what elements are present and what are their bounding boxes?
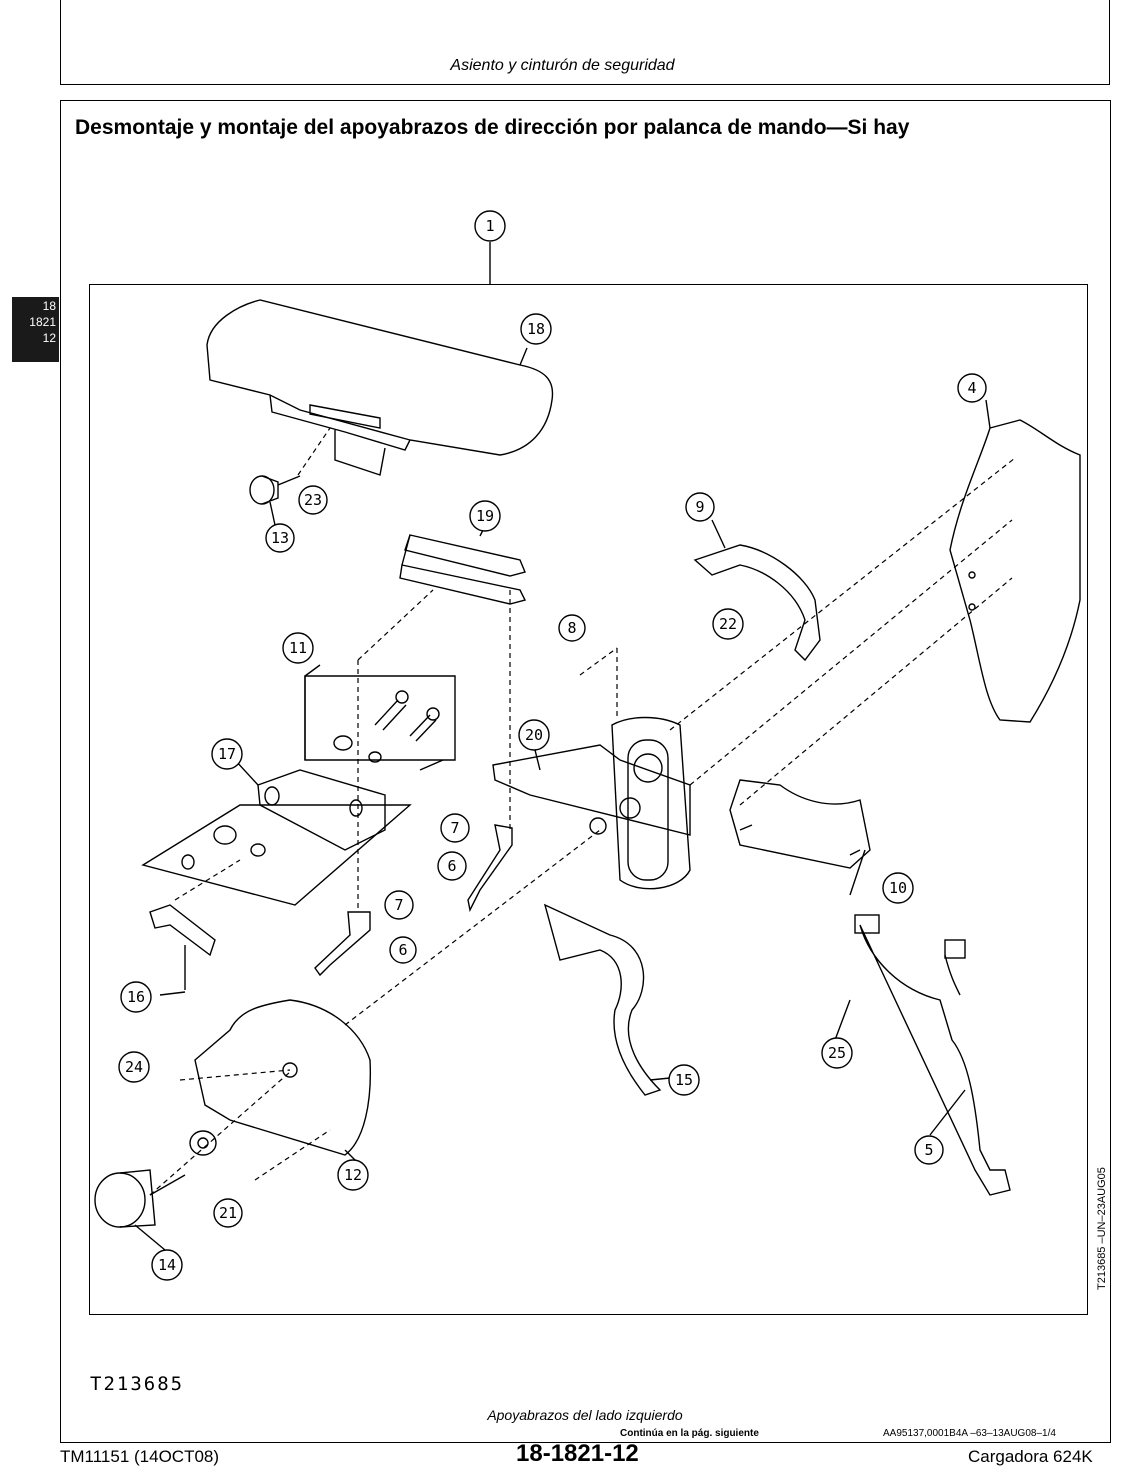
callout-17: 17: [218, 745, 236, 763]
figure-reference-vertical: T213685 –UN–23AUG05: [1096, 1167, 1108, 1290]
callout-18: 18: [527, 320, 545, 338]
callout-10: 10: [889, 879, 907, 897]
callout-11: 11: [289, 639, 307, 657]
callout-9: 9: [695, 498, 704, 516]
callout-16: 16: [127, 988, 145, 1006]
callout-15: 15: [675, 1071, 693, 1089]
content-frame: [60, 100, 1111, 1443]
callout-12: 12: [344, 1166, 362, 1184]
callout-5: 5: [924, 1141, 933, 1159]
header-frame: [60, 0, 1110, 85]
tab-line-1: 18: [42, 299, 56, 313]
callout-6b: 6: [398, 941, 407, 959]
callout-8: 8: [567, 619, 576, 637]
illustration-frame: [89, 284, 1088, 1315]
section-tab: 18 1821 12: [12, 297, 59, 362]
callout-19: 19: [476, 507, 494, 525]
callout-20: 20: [525, 726, 543, 744]
page-title: Desmontaje y montaje del apoyabrazos de …: [75, 116, 910, 139]
document-reference: AA95137,0001B4A –63–13AUG08–1/4: [883, 1428, 1056, 1439]
manual-number: TM11151 (14OCT08): [60, 1447, 220, 1466]
tab-line-2: 1821: [29, 315, 56, 329]
callout-7a: 7: [450, 819, 459, 837]
callout-14: 14: [158, 1256, 176, 1274]
callout-23: 23: [304, 491, 322, 509]
machine-model: Cargadora 624K: [968, 1447, 1093, 1466]
callout-4: 4: [967, 379, 976, 397]
callout-22: 22: [719, 615, 737, 633]
tab-line-3: 12: [42, 331, 56, 345]
figure-caption: Apoyabrazos del lado izquierdo: [487, 1407, 683, 1423]
callout-24: 24: [125, 1058, 143, 1076]
figure-code: T213685: [90, 1373, 185, 1395]
continue-note: Continúa en la pág. siguiente: [620, 1428, 759, 1439]
callout-21: 21: [219, 1204, 237, 1222]
callout-13: 13: [271, 529, 289, 547]
page-number: 18-1821-12: [516, 1440, 639, 1467]
callout-25: 25: [828, 1044, 846, 1062]
callout-6a: 6: [447, 857, 456, 875]
callout-7b: 7: [394, 896, 403, 914]
section-title: Asiento y cinturón de seguridad: [450, 57, 675, 74]
callout-1: 1: [485, 217, 494, 235]
